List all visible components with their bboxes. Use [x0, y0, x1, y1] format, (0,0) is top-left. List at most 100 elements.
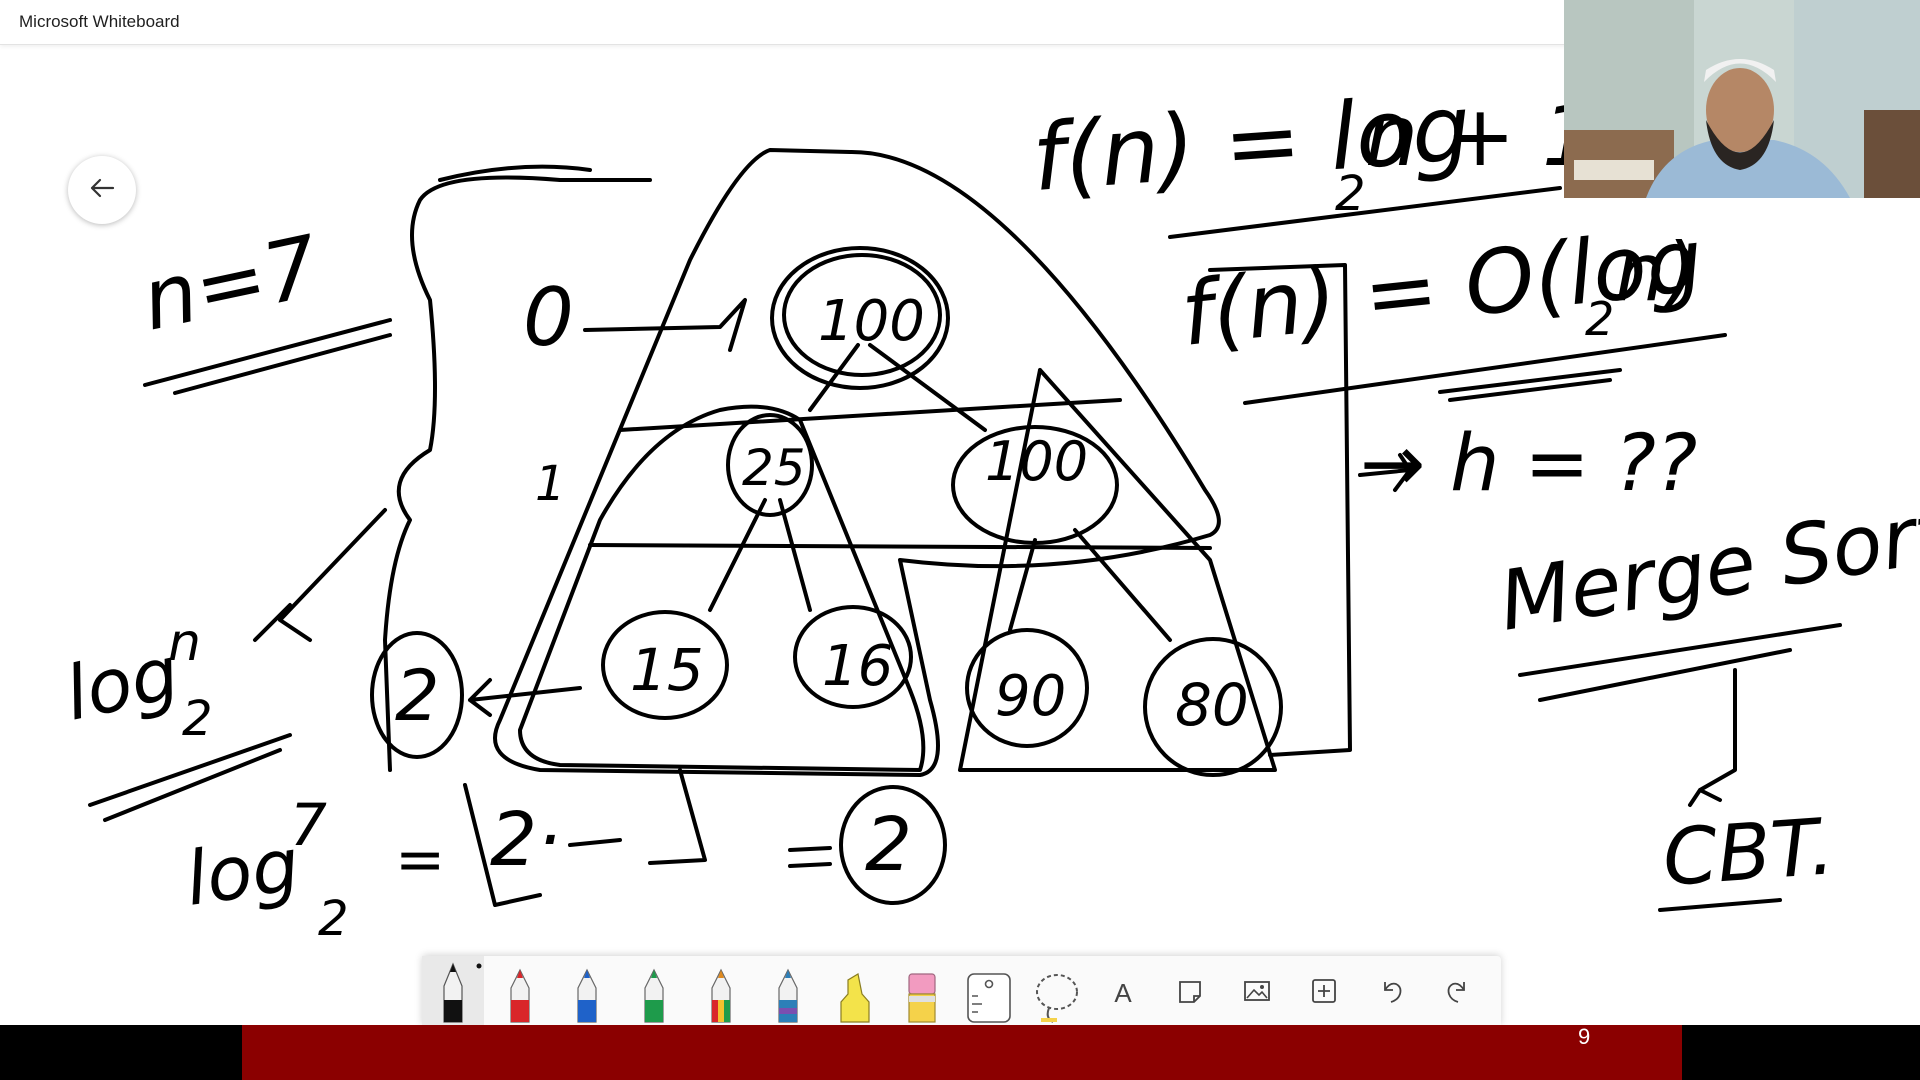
tree-node-label: 100 [818, 289, 925, 354]
image-tool[interactable] [1226, 956, 1288, 1026]
ink-level-line-mid [588, 543, 1212, 550]
ink-underline [1168, 186, 1562, 239]
ink-triangle-inner [518, 404, 926, 772]
note-result-value: 2 [865, 802, 912, 888]
ink-node-16 [793, 605, 913, 709]
ink-node-80 [1143, 637, 1283, 777]
blue-pen-tool[interactable] [556, 956, 618, 1026]
ink-edge [778, 498, 812, 612]
note-f-n-2-rest: n) [1615, 226, 1697, 319]
tree-node-label: 16 [822, 634, 893, 699]
ink-node-2-left [370, 631, 464, 759]
ink-node-root-ring [770, 246, 950, 390]
redo-tool[interactable] [1427, 956, 1489, 1026]
ink-left-bracket [383, 175, 562, 772]
arrow-left-icon [89, 177, 115, 204]
webcam-feed [1564, 0, 1920, 198]
highlighter-tool[interactable] [824, 956, 886, 1026]
ink-underline [1518, 623, 1842, 702]
note-log7-sup: 7 [290, 791, 327, 859]
ink-bracket-bottom [463, 768, 707, 907]
rainbow-pen-tool[interactable] [690, 956, 752, 1026]
tree-node-label: 25 [742, 439, 806, 497]
note-level-zero: 0 [523, 271, 574, 364]
note-tool[interactable] [1159, 956, 1221, 1026]
ink-eq-bottom [788, 846, 832, 868]
note-f-n-2-sub: 2 [1585, 292, 1614, 346]
ink-arrow-left [253, 508, 387, 642]
plus-icon [1312, 979, 1336, 1003]
red-pen-icon [510, 968, 530, 1023]
ink-arrow-h [1358, 453, 1412, 492]
ink-underline [1243, 333, 1727, 405]
ink-edge [1073, 528, 1172, 642]
note-log7: log [181, 822, 305, 923]
note-log7-sub: 2 [318, 891, 349, 947]
tree-node-label: 15 [630, 636, 704, 704]
note-cbt: CBT. [1660, 802, 1837, 904]
black-pen-tool[interactable] [422, 956, 484, 1026]
note-bracket-value: 2· [490, 797, 561, 883]
undo-icon [1384, 982, 1402, 1003]
text-tool-glyph: A [1114, 978, 1132, 1008]
ruler-icon [967, 973, 1011, 1023]
note-equals: = [395, 825, 445, 895]
ink-node-root [782, 253, 942, 377]
lasso-tool[interactable] [1025, 956, 1087, 1026]
note-log-n: n [168, 613, 201, 673]
galaxy-pen-icon [778, 968, 798, 1023]
ink-node-25 [726, 413, 814, 517]
ink-underline [1658, 898, 1782, 912]
note-log-sub: 2 [182, 691, 213, 747]
rainbow-pen-icon [711, 968, 731, 1023]
ink-dash [568, 838, 622, 847]
black-pen-icon [443, 962, 482, 1023]
green-pen-icon [644, 968, 664, 1023]
galaxy-pen-tool[interactable] [757, 956, 819, 1026]
ink-triangle-outer [493, 148, 1221, 777]
blue-pen-icon [577, 968, 597, 1023]
tree-node-label: 90 [995, 664, 1066, 729]
ink-node-90 [965, 628, 1089, 748]
text-tool[interactable]: A [1092, 956, 1154, 1026]
note-log: log [58, 630, 186, 738]
sticky-note-icon [1179, 981, 1201, 1003]
redo-icon [1447, 982, 1465, 1003]
back-button[interactable] [68, 156, 136, 224]
undo-tool[interactable] [1360, 956, 1422, 1026]
bottom-bar [0, 1025, 1920, 1080]
ink-underline [88, 733, 292, 822]
red-banner [242, 1025, 1682, 1080]
ink-node-2-bottom [839, 785, 947, 905]
tree-node-label: 2 [395, 655, 440, 737]
inking-toolbar: A [422, 956, 1501, 1026]
highlighter-icon [840, 973, 870, 1023]
ink-stroke-top [438, 164, 652, 182]
ink-edge [808, 343, 860, 412]
ink-rect-right [958, 368, 1277, 772]
ink-arrow-cbt [1688, 668, 1737, 807]
red-pen-tool[interactable] [489, 956, 551, 1026]
note-merge-sort: Merge Sort [1493, 485, 1920, 650]
app-title: Microsoft Whiteboard [19, 12, 180, 31]
note-n-equals: n=7 [134, 217, 328, 350]
ink-underline [143, 318, 392, 395]
add-tool[interactable] [1293, 956, 1355, 1026]
ruler-tool[interactable] [958, 956, 1020, 1026]
image-icon [1244, 981, 1270, 1001]
ink-arrow-node2 [468, 678, 582, 717]
note-f-n-1-sub: 2 [1335, 166, 1366, 222]
note-level-one: 1 [535, 456, 566, 512]
eraser-tool[interactable] [891, 956, 953, 1026]
webcam-feed-icon [1564, 0, 1920, 198]
ink-node-15 [601, 610, 729, 720]
green-pen-tool[interactable] [623, 956, 685, 1026]
ink-edge [1008, 538, 1037, 632]
ink-level-line-top [618, 398, 1122, 432]
ink-enclosure [1208, 263, 1352, 757]
page-number: 9 [1578, 1024, 1591, 1049]
ink-node-100b [951, 425, 1119, 545]
tree-node-label: 80 [1175, 671, 1249, 739]
lasso-icon [1036, 974, 1078, 1023]
ink-edge [708, 498, 767, 612]
